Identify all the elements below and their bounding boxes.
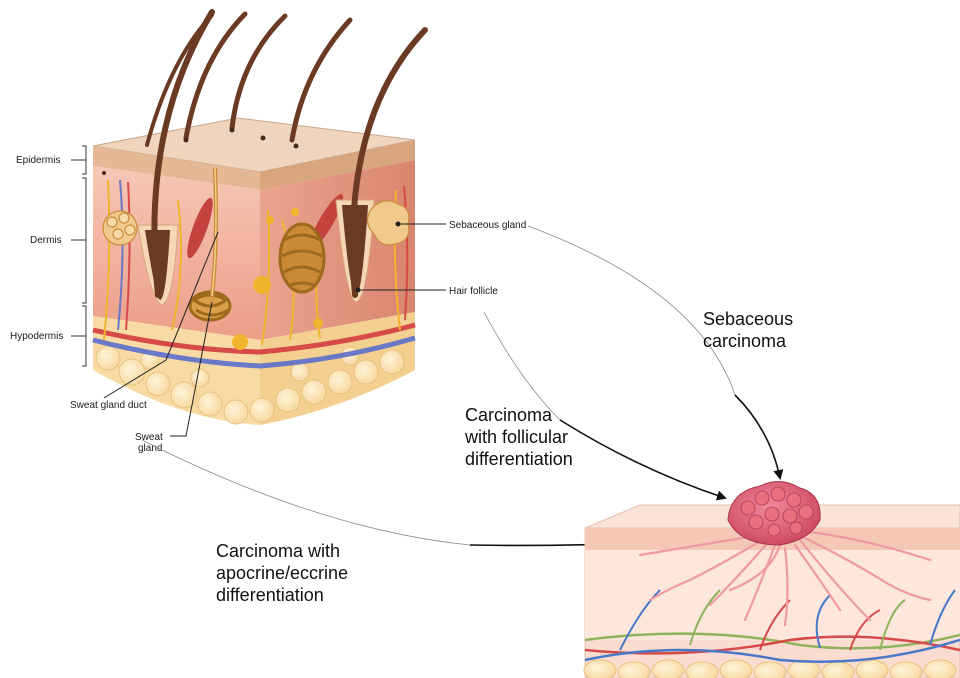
label-sebaceous-gland: Sebaceous gland [449,220,526,231]
label-sebaceous-carcinoma-line2: carcinoma [703,331,787,351]
label-hair-follicle: Hair follicle [449,286,498,297]
label-follicular-carcinoma: Carcinoma with follicular differentiatio… [464,405,573,469]
label-sweat-gland-line1: Sweat [135,432,163,443]
tumor-fat-cells [584,660,956,678]
label-sebaceous-carcinoma-line1: Sebaceous [703,309,793,329]
label-epidermis: Epidermis [16,155,60,166]
label-follicular-line1: Carcinoma [465,405,553,425]
label-apocrine-line3: differentiation [216,585,324,605]
skin-block [93,12,425,425]
label-apocrine-line2: apocrine/eccrine [216,563,348,583]
tumor-skin-block [584,481,960,678]
label-dermis: Dermis [30,235,62,246]
label-follicular-line3: differentiation [465,449,573,469]
label-apocrine-carcinoma: Carcinoma with apocrine/eccrine differen… [216,541,353,605]
label-follicular-line2: with follicular [464,427,568,447]
label-hypodermis: Hypodermis [10,331,63,342]
label-apocrine-line1: Carcinoma with [216,541,340,561]
label-sweat-gland-duct: Sweat gland duct [70,400,147,411]
layer-brackets [71,146,86,366]
tumor-mass [728,481,820,545]
label-sebaceous-carcinoma: Sebaceous carcinoma [703,309,798,351]
